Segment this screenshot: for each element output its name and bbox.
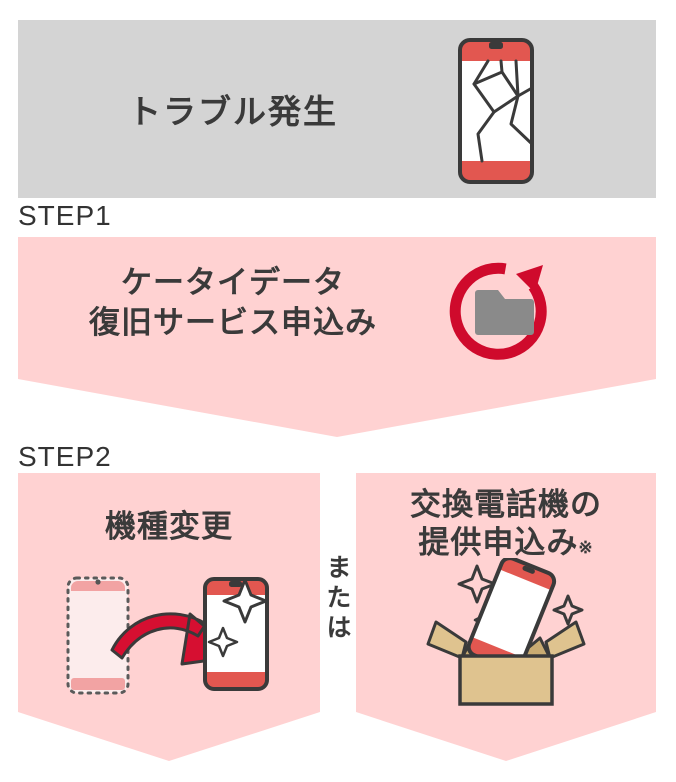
trouble-title: トラブル発生 [128, 93, 338, 130]
folder-icon [475, 290, 534, 335]
step2-right-title-line1: 交換電話機の [410, 487, 602, 522]
step1-title: ケータイデータ 復旧サービス申込み [18, 263, 448, 343]
or-separator: または [323, 553, 351, 644]
box-front [458, 654, 554, 706]
step2-left-card: 機種変更 [18, 473, 320, 761]
footnote-mark: ※ [578, 538, 594, 557]
step2-right-card: 交換電話機の 提供申込み※ [356, 473, 656, 761]
step1-badge: STEP1 [18, 200, 112, 231]
step2-left-title: 機種変更 [105, 509, 233, 544]
step2-badge: STEP2 [18, 441, 112, 472]
device-upgrade-icon [66, 576, 269, 695]
data-restore-icon [449, 262, 547, 360]
step1-card: ケータイデータ 復旧サービス申込み [18, 237, 656, 437]
boxed-phone-icon [465, 558, 557, 673]
old-phone-icon [66, 576, 130, 695]
step1-title-line1: ケータイデータ [121, 265, 345, 300]
new-phone-icon [203, 577, 269, 691]
sparkle-icons [207, 578, 268, 658]
replacement-phone-delivery-icon [426, 558, 586, 706]
step1-title-line2: 復旧サービス申込み [89, 305, 377, 340]
step2-right-title-line2: 提供申込み※ [418, 525, 594, 560]
step2-right-title: 交換電話機の 提供申込み※ [356, 486, 656, 567]
broken-phone-icon [458, 38, 534, 184]
box-outer-flaps [426, 620, 586, 660]
trouble-section: トラブル発生 [18, 20, 656, 198]
